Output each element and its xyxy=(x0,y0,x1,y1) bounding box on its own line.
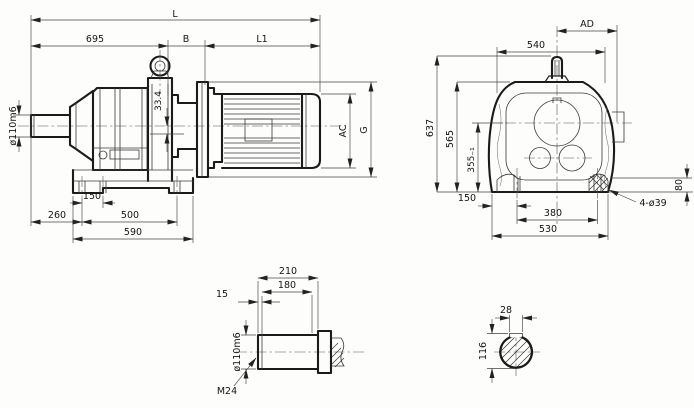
intermediate-bore-left xyxy=(529,147,551,169)
side-tab xyxy=(612,111,625,143)
mounting-feet xyxy=(71,168,195,198)
dim-180: 180 xyxy=(278,280,296,291)
end-view-dimensions: AD 540 637 565 355₋₁ 150 380 530 80 xyxy=(425,19,692,240)
dim-M24: M24 xyxy=(217,386,237,397)
dim-565: 565 xyxy=(445,130,456,148)
motor-front-bell xyxy=(206,86,224,170)
dim-offset-33-4: 33.4 xyxy=(154,91,164,111)
shaft-section-dimensions: 28 116 xyxy=(478,305,537,383)
shaft-detail-outline xyxy=(256,333,320,371)
dim-355-1: 355₋₁ xyxy=(467,147,477,173)
intermediate-bore-right xyxy=(558,144,586,172)
dim-260: 260 xyxy=(48,210,66,221)
dim-AD: AD xyxy=(580,19,594,30)
dim-695: 695 xyxy=(86,34,104,45)
dim-AC: AC xyxy=(338,124,349,137)
mating-hub-break xyxy=(331,337,345,367)
dim-G: G xyxy=(359,126,370,133)
output-bore xyxy=(533,99,581,147)
end-view: AD 540 637 565 355₋₁ 150 380 530 80 xyxy=(425,19,693,240)
motor-flange xyxy=(195,80,210,179)
motor-body xyxy=(220,92,304,170)
shaft-section-view: 28 116 xyxy=(478,305,540,383)
dim-637: 637 xyxy=(425,119,436,137)
oil-plug xyxy=(98,150,108,160)
dim-530: 530 xyxy=(539,224,557,235)
dim-28: 28 xyxy=(500,305,512,316)
break-hatching xyxy=(331,342,345,368)
dim-L: L xyxy=(172,9,178,20)
dim-500: 500 xyxy=(121,210,139,221)
shaft-detail-dimensions: 210 180 15 ø110m6 M24 xyxy=(216,266,319,397)
adapter-neck xyxy=(170,93,199,159)
input-cone-housing xyxy=(68,89,95,163)
dim-L1: L1 xyxy=(256,34,267,45)
shaft-end-washer xyxy=(316,329,333,375)
keyway-notch xyxy=(509,333,523,338)
dim-210: 210 xyxy=(279,266,297,277)
dim-15: 15 xyxy=(216,289,228,300)
dim-150-end: 150 xyxy=(458,193,476,204)
shaft-section-geometry xyxy=(494,328,540,376)
side-view-dimensions: L 695 B L1 ø110m6 33.4 AC G 150 xyxy=(8,9,377,243)
dim-590: 590 xyxy=(124,227,142,238)
section-rim xyxy=(499,336,534,369)
inner-casting-contour xyxy=(505,92,603,181)
dim-shaft-diameter: ø110m6 xyxy=(8,106,19,145)
foot-pad-left xyxy=(496,173,519,192)
dim-150-side: 150 xyxy=(83,191,101,202)
dim-116: 116 xyxy=(478,342,489,360)
bore-keyway-notch xyxy=(552,97,562,103)
side-view-geometry xyxy=(18,50,346,198)
shaft-detail-view: 210 180 15 ø110m6 M24 xyxy=(216,266,364,397)
dim-540: 540 xyxy=(527,40,545,51)
fan-cover xyxy=(300,92,322,170)
dim-B: B xyxy=(183,34,190,45)
sight-slot xyxy=(109,149,140,160)
motor-nameplate xyxy=(244,118,273,142)
vent-plug xyxy=(544,55,570,83)
gear-housing xyxy=(91,86,150,172)
dim-shaft-detail-diameter: ø110m6 xyxy=(232,332,243,371)
dim-380: 380 xyxy=(544,208,562,219)
shaft-detail-geometry xyxy=(236,329,364,375)
dim-4-holes: 4-ø39 xyxy=(639,198,666,209)
dim-80: 80 xyxy=(674,179,685,191)
side-view: L 695 B L1 ø110m6 33.4 AC G 150 xyxy=(8,9,377,243)
end-view-geometry xyxy=(437,26,693,224)
lifting-eyebolt xyxy=(149,50,171,94)
